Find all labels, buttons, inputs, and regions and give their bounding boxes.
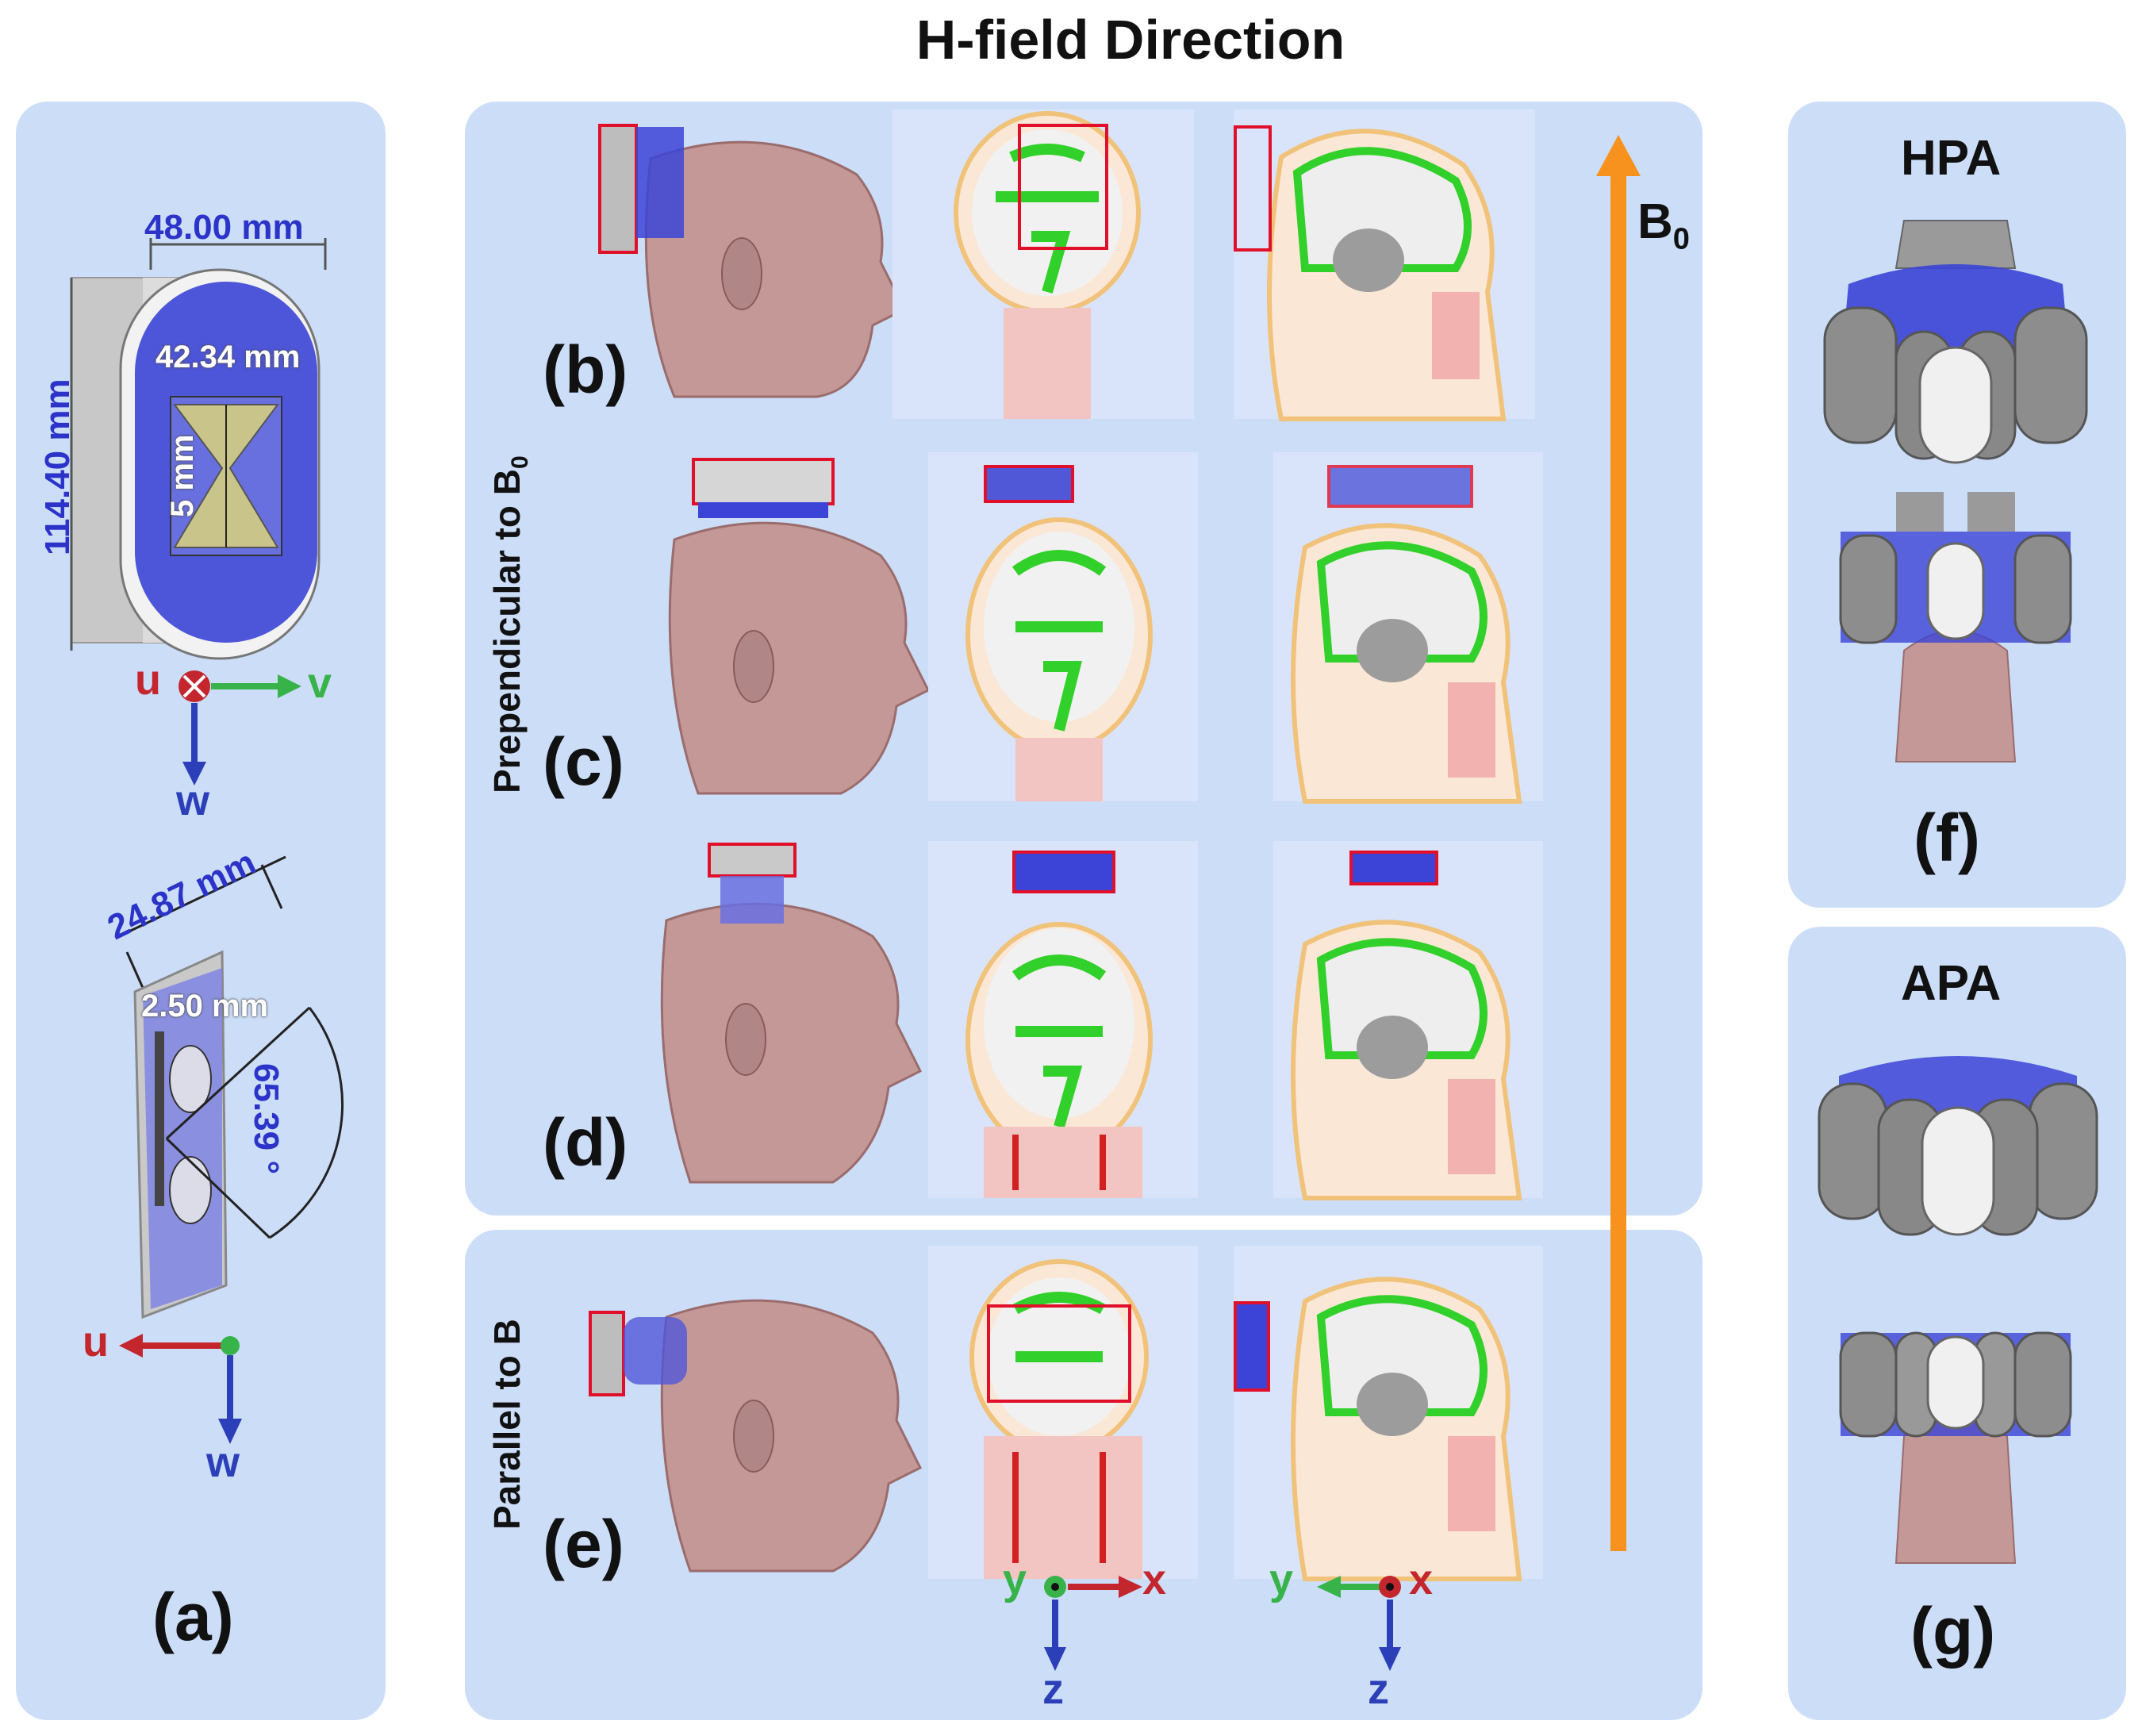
sagittal-slice-b [1234, 109, 1535, 421]
coronal-slice-d [928, 841, 1198, 1198]
panel-g-title: APA [1901, 956, 2002, 1011]
panel-a-label: (a) [152, 1580, 234, 1654]
figure-title: H-field Direction [916, 9, 1345, 71]
axis-label-z-sagittal: z [1368, 1665, 1389, 1713]
row-label-b: (b) [543, 332, 628, 407]
sagittal-slice-d [1273, 841, 1543, 1200]
axes-triad-coronal [1044, 1576, 1142, 1671]
axis-label-y-sagittal: y [1269, 1556, 1294, 1603]
row-label-d: (d) [543, 1105, 628, 1180]
axes-triad-bottom [119, 1334, 242, 1444]
axes-triad-top [178, 670, 301, 785]
axis-label-z-coronal: z [1042, 1665, 1064, 1713]
axis-label-w-top: w [176, 777, 210, 824]
sagittal-slice-e [1234, 1246, 1543, 1581]
hpa-array-front [1839, 492, 2072, 762]
sagittal-slice-c [1273, 452, 1543, 804]
coronal-slice-e [928, 1246, 1198, 1579]
head-3d-c [668, 521, 931, 795]
dim-width: 48.00 mm [144, 208, 304, 247]
antenna-b [598, 124, 684, 254]
axis-label-u-bottom: u [83, 1318, 109, 1365]
panel-g-label: (g) [1910, 1594, 1996, 1669]
dim-inner-width: 42.34 mm [155, 340, 301, 374]
panel-f-label: (f) [1914, 801, 1980, 875]
axis-label-x-coronal: x [1142, 1556, 1167, 1603]
b0-label: B0 [1637, 194, 1690, 256]
antenna-c [692, 458, 835, 518]
dim-height: 114.40 mm [38, 378, 77, 555]
head-3d-b [644, 140, 907, 398]
antenna-side-view [118, 855, 344, 1319]
antenna-e [589, 1311, 687, 1396]
coronal-slice-c [928, 452, 1198, 801]
dim-angle: 65.39 ° [247, 1063, 286, 1174]
axis-label-x-sagittal: x [1409, 1556, 1434, 1603]
axis-label-y-coronal: y [1003, 1556, 1027, 1603]
b0-arrow [1596, 135, 1641, 1551]
axis-label-u-top: u [135, 656, 161, 704]
dim-gap: 5 mm [165, 434, 200, 518]
apa-array-top [1818, 1056, 2098, 1236]
antenna-d [708, 843, 797, 924]
front-dimension-lines [70, 238, 327, 651]
head-3d-e [660, 1299, 923, 1573]
dim-thickness: 2.50 mm [141, 989, 269, 1024]
axis-label-v-top: v [308, 659, 332, 707]
row-label-e: (e) [543, 1507, 624, 1581]
row-label-c: (c) [543, 724, 624, 799]
axes-triad-sagittal [1317, 1576, 1401, 1671]
hpa-array-top [1823, 220, 2088, 464]
coronal-slice-b [892, 109, 1194, 419]
side-label-perpendicular: Prependicular to B0 [486, 455, 534, 793]
apa-array-front [1839, 1331, 2072, 1564]
side-label-parallel: Parallel to B [486, 1319, 528, 1530]
axis-label-w-bottom: w [206, 1438, 240, 1486]
antenna-front-view [71, 268, 321, 660]
panel-f-title: HPA [1901, 131, 2002, 186]
head-3d-d [660, 902, 923, 1184]
